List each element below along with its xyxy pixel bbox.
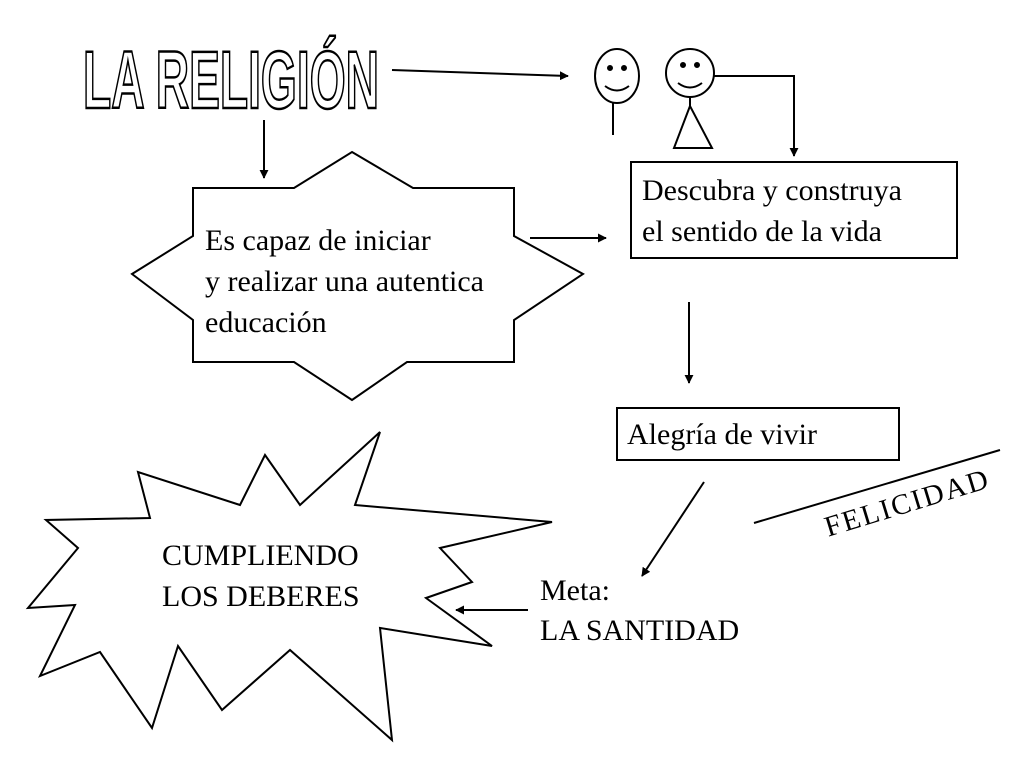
box-sentido-frame bbox=[630, 161, 958, 259]
title-text: LA RELIGIÓN bbox=[83, 35, 379, 116]
felicidad-line bbox=[753, 449, 1001, 524]
star-text-line2: y realizar una autentica bbox=[205, 265, 484, 298]
star-text-line3: educación bbox=[205, 306, 327, 339]
burst-shape bbox=[25, 431, 553, 743]
page-title: LA RELIGIÓN bbox=[82, 34, 381, 116]
smiley-girl-icon bbox=[665, 48, 715, 149]
meta-line2: LA SANTIDAD bbox=[540, 614, 740, 647]
smiley-boy-icon bbox=[594, 48, 640, 135]
box-sentido-line1: Descubra y construya bbox=[642, 174, 902, 207]
burst-text-line2: LOS DEBERES bbox=[162, 580, 360, 613]
box-alegria-frame bbox=[616, 407, 900, 461]
arrow-title-to-faces bbox=[391, 69, 569, 81]
box-alegria-text: Alegría de vivir bbox=[627, 418, 817, 451]
burst-text-line1: CUMPLIENDO bbox=[162, 539, 359, 572]
meta-line1: Meta: bbox=[540, 574, 610, 607]
connector-face-to-box bbox=[714, 75, 799, 157]
arrow-alegria-to-meta bbox=[641, 481, 705, 577]
star-text-line1: Es capaz de iniciar bbox=[205, 224, 431, 257]
box-sentido-line2: el sentido de la vida bbox=[642, 215, 882, 248]
star-shape bbox=[130, 150, 585, 402]
